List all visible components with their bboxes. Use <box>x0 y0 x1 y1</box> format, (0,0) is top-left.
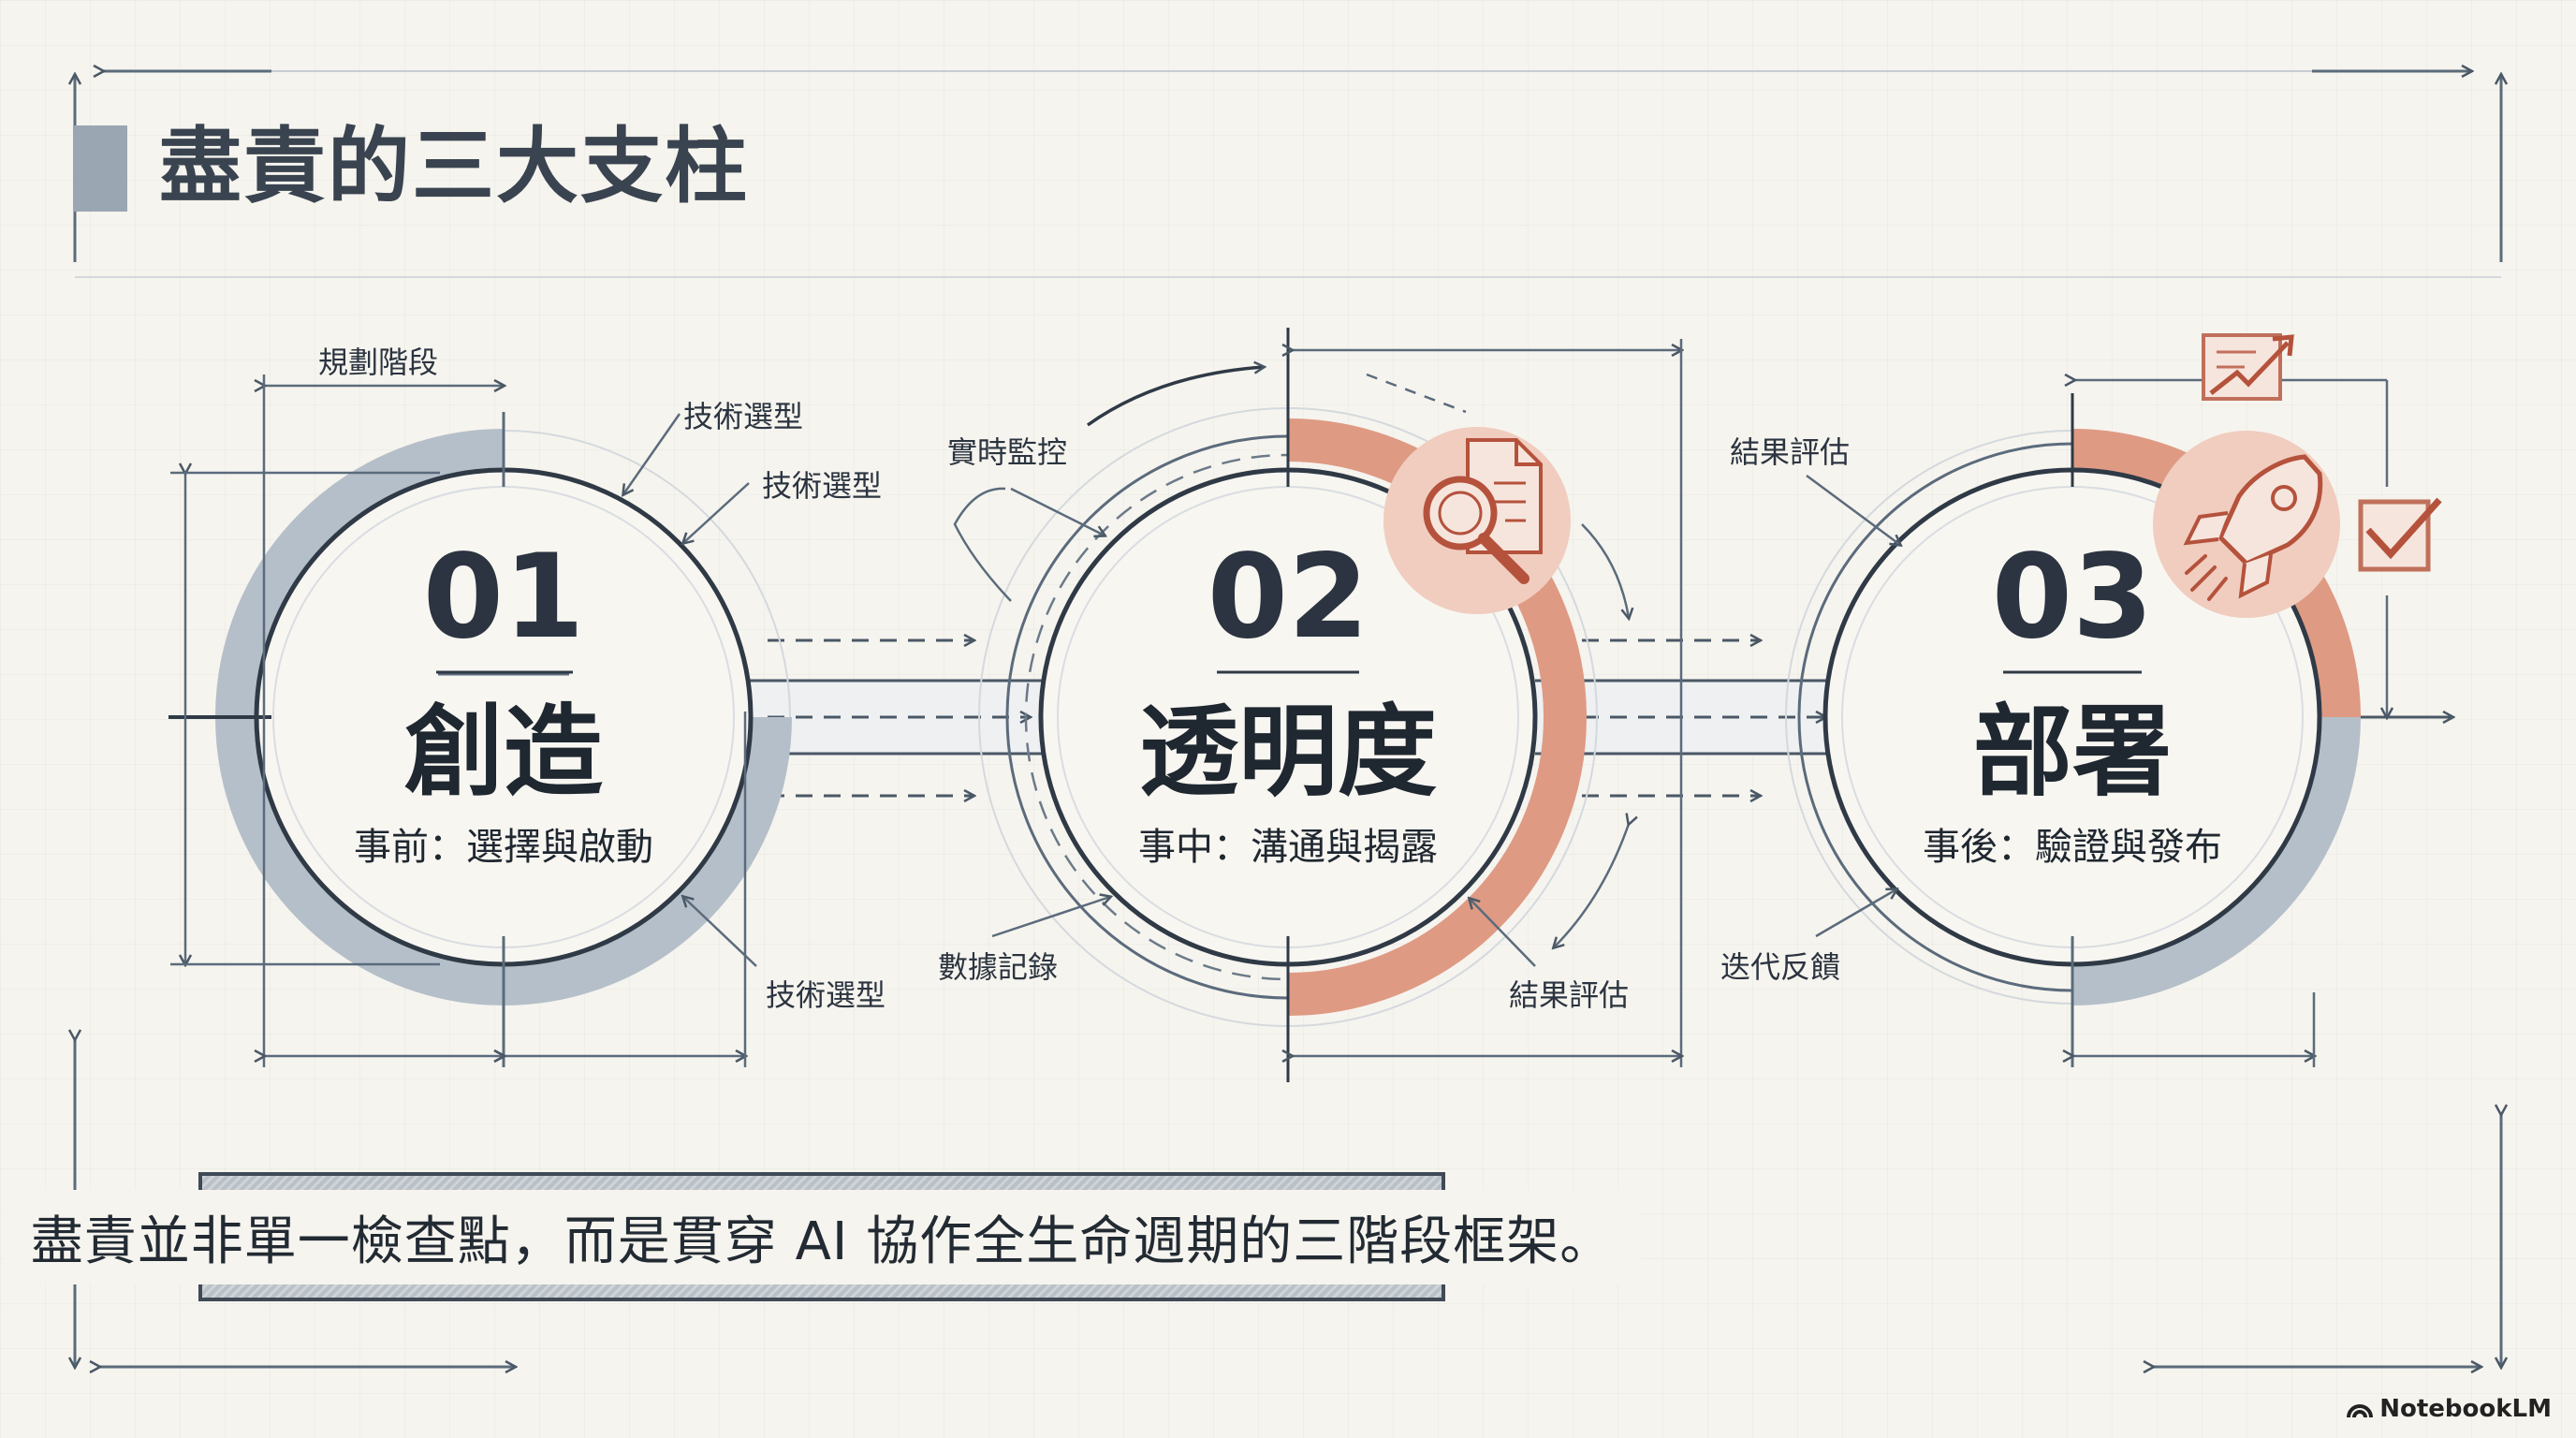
connector-1-2 <box>749 640 1048 796</box>
pillar-1-subtitle: 事前：選擇與啟動 <box>354 826 653 869</box>
pillar-3-name: 部署 <box>1973 695 2172 810</box>
pillar-2-dimensions <box>953 339 1681 1067</box>
pillar-3-subtitle: 事後：驗證與發布 <box>1923 826 2222 869</box>
pillar-2-name: 透明度 <box>1139 695 1437 810</box>
page-title: 盡責的三大支柱 <box>159 118 750 214</box>
label-data-record: 數據記錄 <box>938 949 1058 985</box>
label-iterative-feedback: 迭代反饋 <box>1720 949 1840 985</box>
label-tech-selection-2: 技術選型 <box>762 468 882 504</box>
summary-text: 盡責並非單一檢查點，而是貫穿 AI 協作全生命週期的三階段框架。 <box>2 1189 1642 1284</box>
pillar-2-subtitle: 事中：溝通與揭露 <box>1138 826 1438 869</box>
growth-chart-icon <box>2202 333 2294 401</box>
label-realtime-monitor: 實時監控 <box>947 434 1067 470</box>
pillar-1-dimensions <box>170 374 757 1067</box>
label-result-eval-2: 結果評估 <box>1730 434 1850 470</box>
summary-banner: 盡責並非單一檢查點，而是貫穿 AI 協作全生命週期的三階段框架。 <box>2 1172 1642 1301</box>
checkbox-icon <box>2358 497 2442 572</box>
pillar-1-rings <box>168 412 792 1067</box>
label-tech-selection-1: 技術選型 <box>683 399 803 434</box>
pillar-2-number: 02 <box>1208 530 1369 665</box>
rocket-icon <box>2153 431 2340 618</box>
label-planning-stage: 規劃階段 <box>318 345 438 380</box>
frame-dimension-lines <box>75 71 2501 1367</box>
notebooklm-logo: NotebookLM <box>2346 1395 2552 1423</box>
pillar-1-number: 01 <box>423 530 585 665</box>
title-accent-bar <box>73 125 127 212</box>
notebooklm-logo-icon <box>2347 1404 2374 1418</box>
label-tech-selection-3: 技術選型 <box>766 977 886 1013</box>
pillar-1-name: 創造 <box>404 695 603 810</box>
pillar-3-number: 03 <box>1992 530 2154 665</box>
notebooklm-logo-text: NotebookLM <box>2379 1395 2552 1423</box>
magnifier-document-icon <box>1383 427 1571 614</box>
label-result-eval-1: 結果評估 <box>1509 977 1629 1013</box>
